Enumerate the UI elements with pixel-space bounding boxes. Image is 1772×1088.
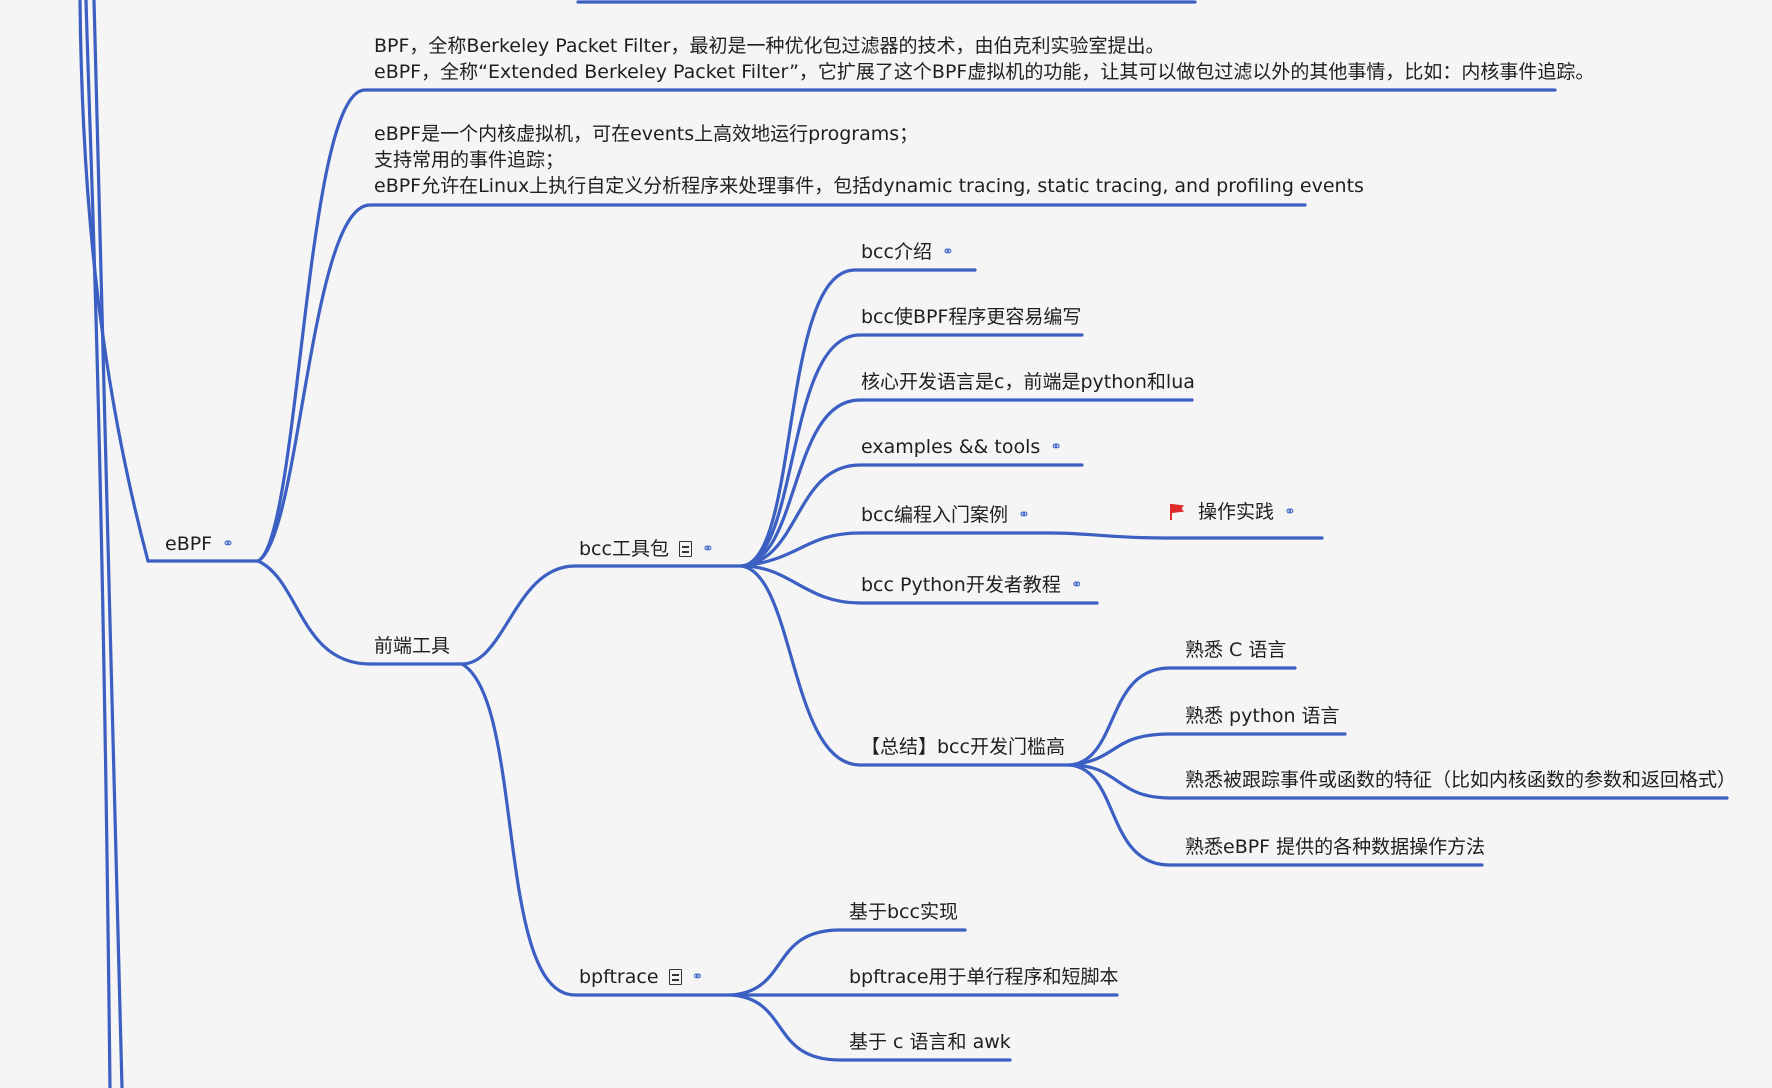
link-icon[interactable]: ⚭ xyxy=(941,244,954,260)
link-icon[interactable]: ⚭ xyxy=(1070,577,1083,593)
node-label: bcc编程入门案例 xyxy=(861,504,1008,526)
edge-summary-trace xyxy=(1068,763,1729,800)
edge-bpftrace-awk xyxy=(730,993,1012,1062)
node-label: eBPF xyxy=(165,533,213,555)
node-intro2[interactable]: eBPF是一个内核虚拟机，可在events上高效地运行programs； 支持常… xyxy=(374,121,1364,199)
node-frontend[interactable]: 前端工具 xyxy=(374,633,450,659)
node-bcc[interactable]: bcc工具包 ⚭ xyxy=(579,536,714,562)
node-sum-c[interactable]: 熟悉 C 语言 xyxy=(1185,637,1286,663)
node-bt-bcc[interactable]: 基于bcc实现 xyxy=(849,899,958,925)
link-icon[interactable]: ⚭ xyxy=(701,541,714,557)
node-label: bpftrace xyxy=(579,966,659,988)
edge-bcc-python xyxy=(740,564,1099,605)
link-icon[interactable]: ⚭ xyxy=(1284,504,1296,520)
node-label: 基于bcc实现 xyxy=(849,901,958,923)
edge-summary-c xyxy=(1068,666,1297,767)
edge-bcc-intro xyxy=(740,268,977,568)
edge-cases-practice xyxy=(1048,531,1324,540)
intro2-line1: eBPF是一个内核虚拟机，可在events上高效地运行programs； xyxy=(374,123,919,145)
intro2-line3: eBPF允许在Linux上执行自定义分析程序来处理事件，包括dynamic tr… xyxy=(374,175,1364,197)
note-icon[interactable] xyxy=(668,969,682,985)
node-sum-trace[interactable]: 熟悉被跟踪事件或函数的特征（比如内核函数的参数和返回格式） xyxy=(1185,767,1736,793)
intro2-line2: 支持常用的事件追踪； xyxy=(374,149,565,171)
edge-bpftrace-bcc xyxy=(730,928,967,997)
node-label: bpftrace用于单行程序和短脚本 xyxy=(849,966,1119,988)
edge-frontend-bcc xyxy=(460,564,744,666)
node-label: 熟悉 python 语言 xyxy=(1185,705,1340,727)
node-sum-ops[interactable]: 熟悉eBPF 提供的各种数据操作方法 xyxy=(1185,834,1485,860)
node-practice[interactable]: 操作实践 ⚭ xyxy=(1170,499,1296,525)
node-label: 核心开发语言是c，前端是python和lua xyxy=(861,371,1195,393)
node-label: 熟悉被跟踪事件或函数的特征（比如内核函数的参数和返回格式） xyxy=(1185,769,1737,791)
node-label: bcc介绍 xyxy=(861,241,932,263)
node-label: bcc Python开发者教程 xyxy=(861,574,1061,596)
intro1-line1: BPF，全称Berkeley Packet Filter，最初是一种优化包过滤器… xyxy=(374,35,1165,57)
node-bcc-python[interactable]: bcc Python开发者教程 ⚭ xyxy=(861,572,1083,598)
flag-icon xyxy=(1170,504,1184,520)
node-bcc-intro[interactable]: bcc介绍 ⚭ xyxy=(861,239,954,265)
node-label: 【总结】bcc开发门槛高 xyxy=(861,736,1065,758)
node-label: bcc工具包 xyxy=(579,538,669,560)
edge-ebpf-intro2 xyxy=(256,203,1307,563)
node-bt-oneliner[interactable]: bpftrace用于单行程序和短脚本 xyxy=(849,964,1119,990)
node-sum-py[interactable]: 熟悉 python 语言 xyxy=(1185,703,1340,729)
node-label: bcc使BPF程序更容易编写 xyxy=(861,306,1082,328)
trunk-line xyxy=(78,0,150,563)
node-summary[interactable]: 【总结】bcc开发门槛高 xyxy=(861,734,1065,760)
link-icon[interactable]: ⚭ xyxy=(1017,507,1030,523)
link-icon[interactable]: ⚭ xyxy=(222,536,234,552)
edge-bcc-summary xyxy=(740,564,1072,767)
edge-ebpf-frontend xyxy=(256,559,464,666)
link-icon[interactable]: ⚭ xyxy=(1050,439,1063,455)
edge-bcc-cases xyxy=(740,531,1052,568)
edge-bcc-examples xyxy=(740,463,1084,568)
link-icon[interactable]: ⚭ xyxy=(691,969,704,985)
edge-bcc-easy xyxy=(740,333,1084,568)
node-label: 基于 c 语言和 awk xyxy=(849,1031,1011,1053)
node-bcc-cases[interactable]: bcc编程入门案例 ⚭ xyxy=(861,502,1030,528)
node-bcc-lang[interactable]: 核心开发语言是c，前端是python和lua xyxy=(861,369,1195,395)
trunk-line xyxy=(92,0,124,1088)
edge-summary-ops xyxy=(1068,763,1484,867)
node-ebpf[interactable]: eBPF ⚭ xyxy=(165,531,234,557)
intro1-line2: eBPF，全称“Extended Berkeley Packet Filter”… xyxy=(374,61,1595,83)
node-bcc-easy[interactable]: bcc使BPF程序更容易编写 xyxy=(861,304,1081,330)
node-label: 操作实践 xyxy=(1198,501,1275,523)
node-bpftrace[interactable]: bpftrace ⚭ xyxy=(579,964,703,990)
edge-ebpf-intro1 xyxy=(256,88,1557,563)
edge-summary-py xyxy=(1068,732,1347,767)
node-bcc-examples[interactable]: examples && tools ⚭ xyxy=(861,434,1062,460)
node-intro1[interactable]: BPF，全称Berkeley Packet Filter，最初是一种优化包过滤器… xyxy=(374,33,1594,85)
edge-bcc-lang xyxy=(740,398,1194,568)
node-label: 熟悉eBPF 提供的各种数据操作方法 xyxy=(1185,836,1486,858)
node-label: 熟悉 C 语言 xyxy=(1185,639,1287,661)
node-label: 前端工具 xyxy=(374,635,451,657)
note-icon[interactable] xyxy=(678,541,692,557)
trunk-line xyxy=(84,0,112,1088)
edge-frontend-bpftrace xyxy=(460,662,734,997)
node-bt-awk[interactable]: 基于 c 语言和 awk xyxy=(849,1029,1011,1055)
node-label: examples && tools xyxy=(861,436,1041,458)
